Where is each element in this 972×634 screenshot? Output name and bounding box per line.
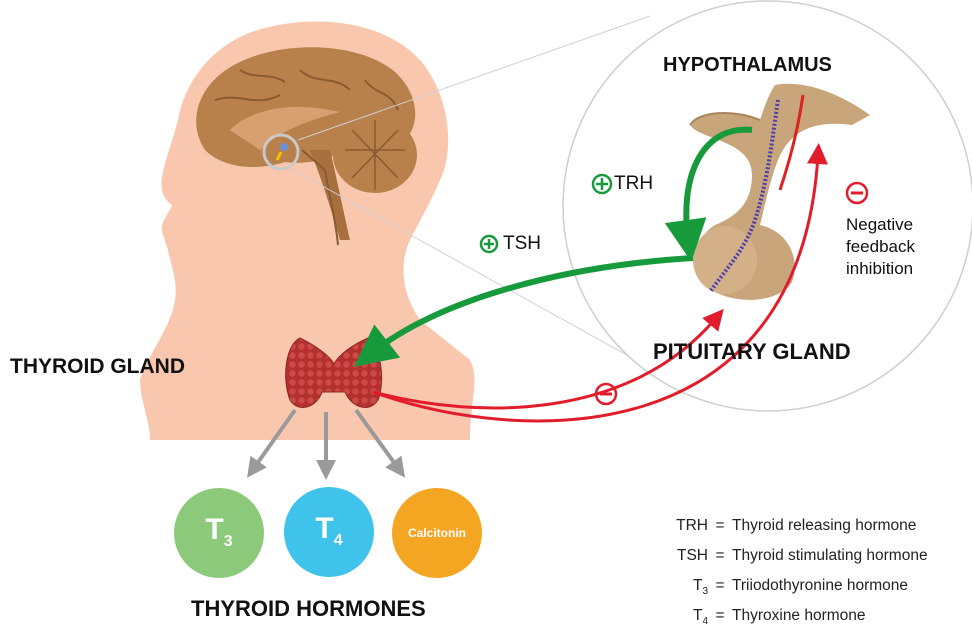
legend-row: TSH = Thyroid stimulating hormone (648, 544, 928, 574)
t3-label: T3 (174, 513, 264, 551)
thyroid-gland-label: THYROID GLAND (10, 355, 185, 379)
hypothalamus-label: HYPOTHALAMUS (663, 54, 832, 77)
legend: TRH = Thyroid releasing hormone TSH = Th… (648, 514, 928, 634)
calcitonin-label: Calcitonin (392, 526, 482, 540)
feedback-label: Negative feedback inhibition (846, 214, 915, 280)
tsh-label: TSH (503, 233, 541, 255)
legend-row: TRH = Thyroid releasing hormone (648, 514, 928, 544)
legend-row: T3 = Triiodothyronine hormone (648, 574, 928, 604)
legend-row: T4 = Thyroxine hormone (648, 604, 928, 634)
thyroid-hormones-label: THYROID HORMONES (191, 596, 426, 622)
t4-label: T4 (284, 512, 374, 550)
pituitary-gland-label: PITUITARY GLAND (653, 339, 851, 365)
trh-label: TRH (614, 173, 653, 195)
plus-sign-tsh (481, 236, 497, 252)
